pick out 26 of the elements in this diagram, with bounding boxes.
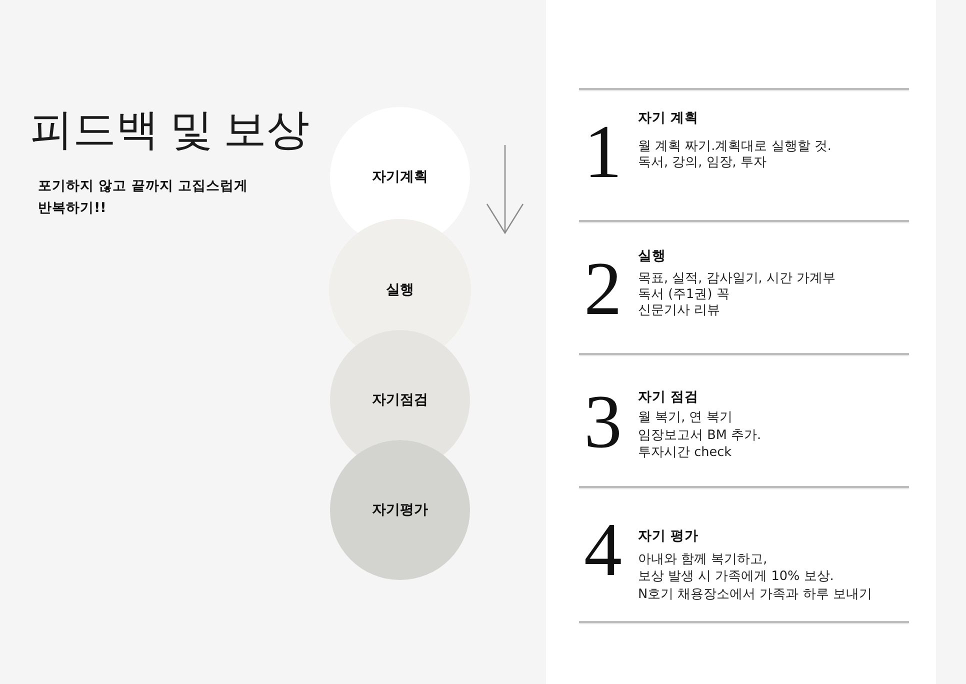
step-description: 신문기사 리뷰 [638, 303, 720, 319]
step-number: 3 [583, 384, 623, 460]
step-heading: 자기 계획 [638, 110, 699, 126]
subtitle-text: 포기하지 않고 끝까지 고집스럽게 반복하기!! [38, 177, 250, 218]
step-heading: 실행 [638, 248, 666, 264]
step-description: N호기 채용장소에서 가족과 하루 보내기 [638, 587, 872, 603]
step-number: 2 [583, 251, 623, 327]
step-label: 자기계획 [372, 168, 428, 186]
step-description: 독서 (주1권) 꼭 [638, 287, 730, 303]
step-label: 자기점검 [372, 391, 428, 409]
step-label: 자기평가 [372, 501, 428, 519]
step-description: 아내와 함께 복기하고, [638, 552, 768, 568]
step-description: 보상 발생 시 가족에게 10% 보상. [638, 569, 834, 585]
step-description: 독서, 강의, 임장, 투자 [638, 155, 766, 171]
step-description: 투자시간 check [638, 445, 732, 461]
step-heading: 자기 점검 [638, 389, 699, 405]
title-text: 피드백 및 보상 [30, 106, 310, 156]
step-heading: 자기 평가 [638, 528, 699, 544]
step-circle [330, 440, 470, 580]
step-description: 목표, 실적, 감사일기, 시간 가계부 [638, 271, 836, 287]
step-description: 월 복기, 연 복기 [638, 410, 732, 426]
step-label: 실행 [386, 281, 414, 299]
step-number: 4 [583, 512, 623, 588]
step-description: 임장보고서 BM 추가. [638, 428, 762, 444]
step-description: 월 계획 짜기.계획대로 실행할 것. [638, 139, 832, 155]
step-number: 1 [583, 114, 623, 190]
